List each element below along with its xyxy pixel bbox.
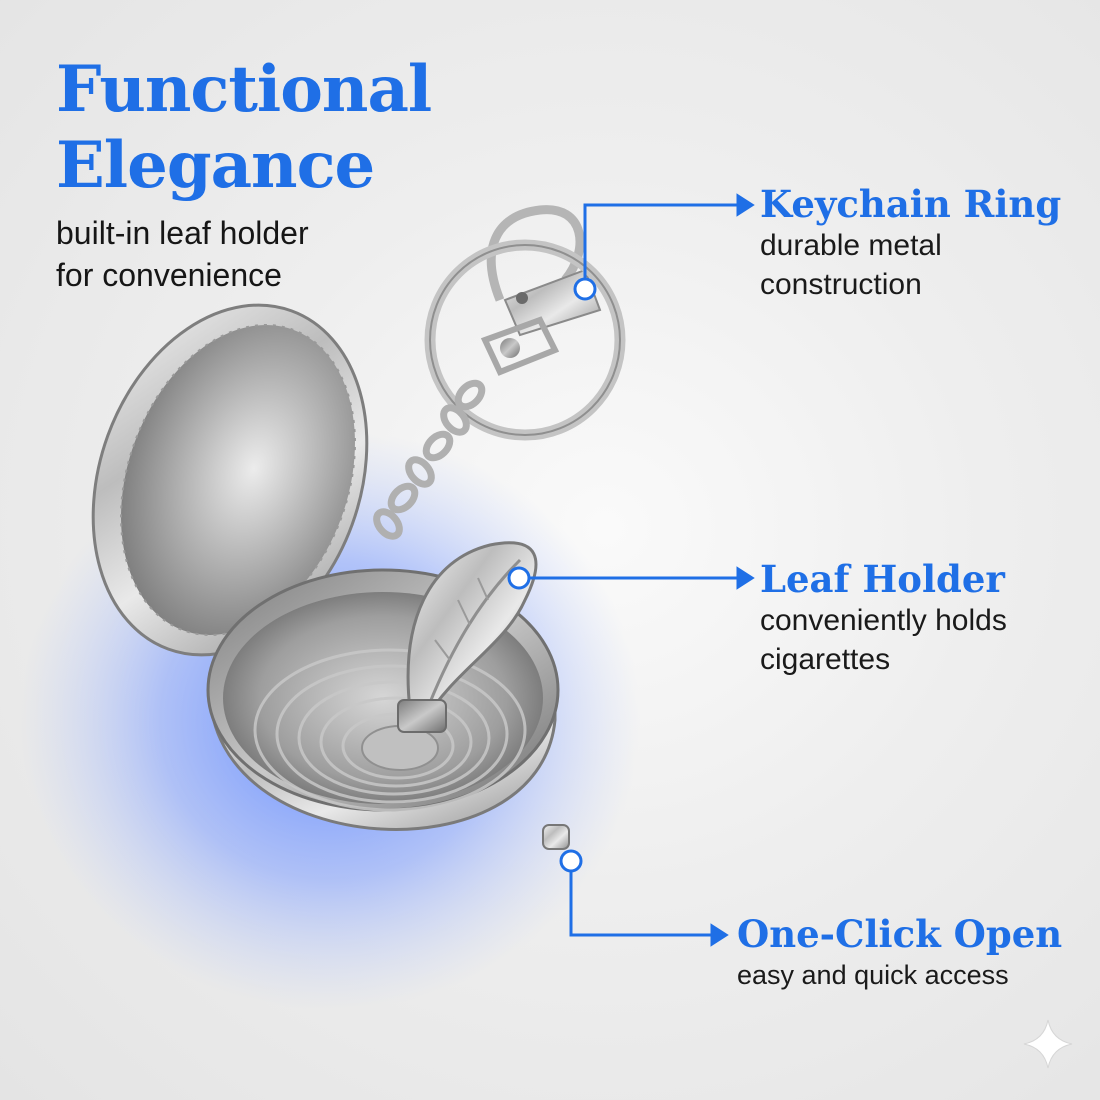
title-line-1: Functional <box>56 52 432 127</box>
callout-keychain-ring: Keychain Ring durable metal construction <box>760 182 1061 304</box>
title-line-2: Elegance <box>56 128 375 203</box>
callout-desc-line-2: cigarettes <box>760 643 891 676</box>
callout-one-click-open: One-Click Open easy and quick access <box>737 912 1062 995</box>
ashtray-lid <box>91 303 369 657</box>
callout-description: conveniently holds cigarettes <box>760 601 1007 679</box>
callout-leaf-holder: Leaf Holder conveniently holds cigarette… <box>760 557 1007 679</box>
subtitle-line-2: for convenience <box>56 257 282 293</box>
callout-description: durable metal construction <box>760 226 1061 304</box>
subtitle: built-in leaf holder for convenience <box>56 212 309 296</box>
keychain-connector <box>573 193 755 301</box>
callout-desc-line-1: durable metal <box>760 229 942 262</box>
leaf-connector <box>507 566 755 590</box>
callout-desc-line-2: construction <box>760 268 922 301</box>
sparkle-icon <box>1023 1019 1073 1069</box>
callout-desc-line-1: easy and quick access <box>737 960 1009 990</box>
chain <box>373 379 486 540</box>
leaf-holder <box>397 541 538 733</box>
open-button-connector <box>559 849 729 947</box>
callout-title: Leaf Holder <box>760 557 1005 601</box>
callout-description: easy and quick access <box>737 956 1062 995</box>
page-title: Functional Elegance <box>56 52 432 204</box>
callout-title: Keychain Ring <box>760 182 1062 226</box>
subtitle-line-1: built-in leaf holder <box>56 215 309 251</box>
callout-desc-line-1: conveniently holds <box>760 604 1007 637</box>
callout-title: One-Click Open <box>737 912 1063 956</box>
